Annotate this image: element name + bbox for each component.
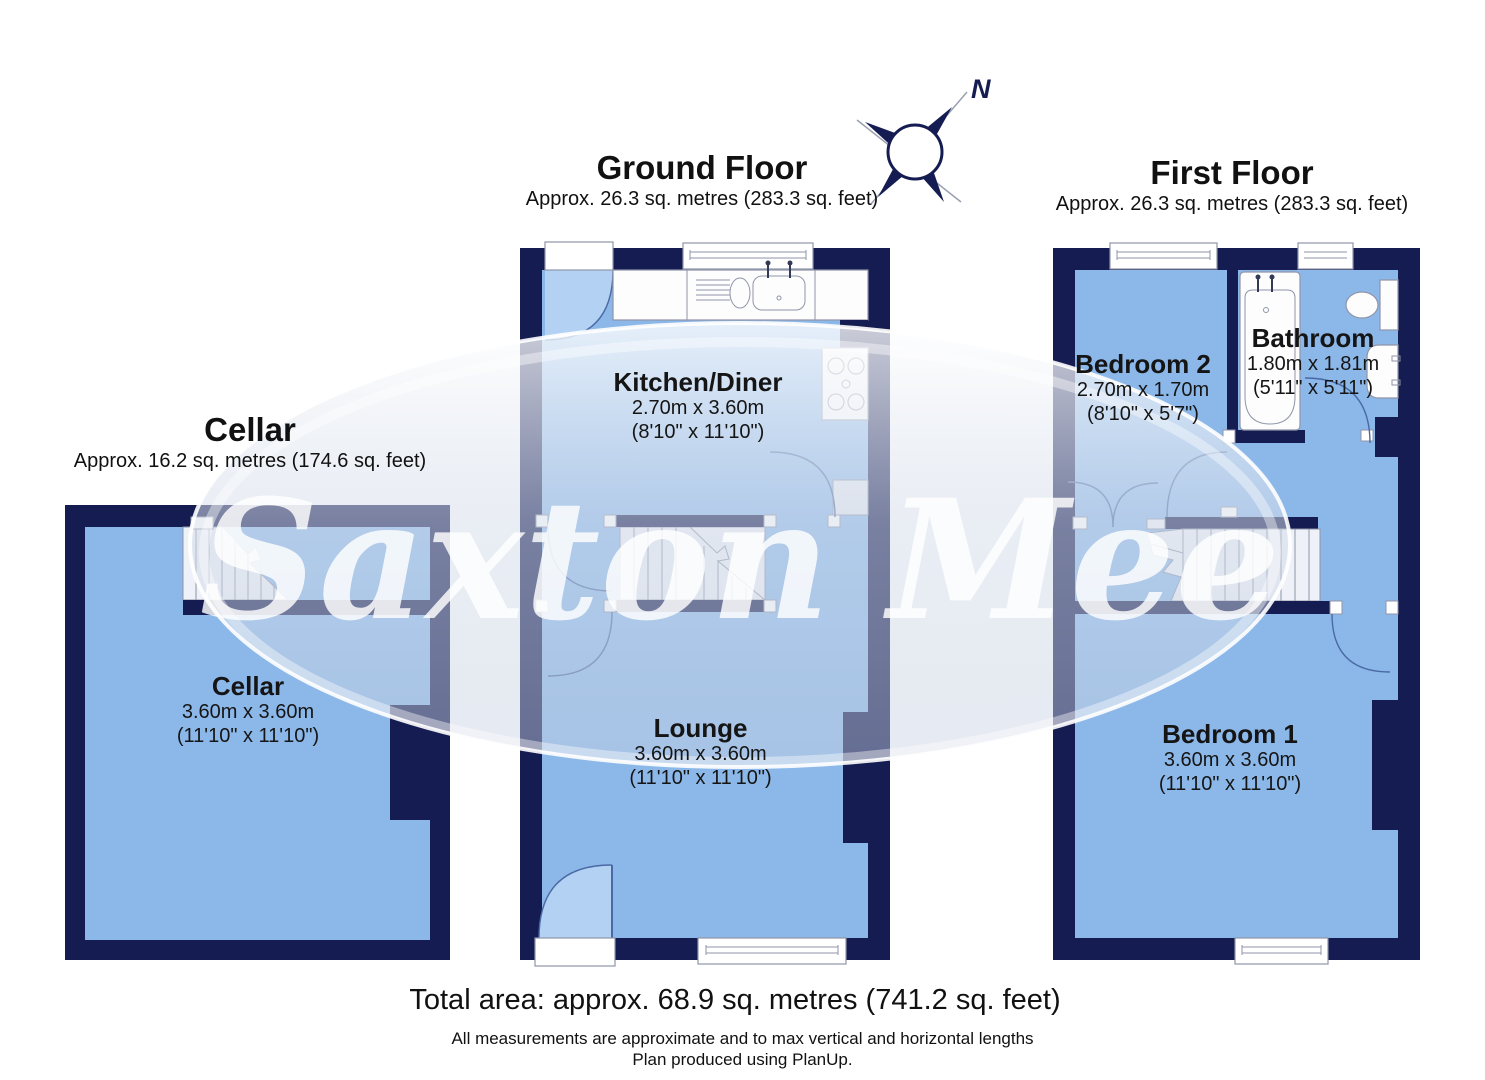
bedroom1-door-arc	[1331, 613, 1391, 673]
bathroom-label: Bathroom 1.80m x 1.81m (5'11" x 5'11")	[1246, 323, 1380, 399]
bedroom1-chimney-breast	[1372, 700, 1398, 830]
bathroom-wall-bottom	[1227, 430, 1305, 443]
total-area-line: Total area: approx. 68.9 sq. metres (741…	[409, 984, 1061, 1016]
first-floor-title-block: First Floor Approx. 26.3 sq. metres (283…	[932, 154, 1485, 217]
toilet	[1345, 279, 1399, 331]
bedroom1-label: Bedroom 1 3.60m x 3.60m (11'10" x 11'10"…	[1158, 719, 1302, 795]
ground-floor-area: Approx. 26.3 sq. metres (283.3 sq. feet)	[525, 188, 879, 211]
compass-icon: N	[856, 74, 991, 205]
sink-bowl-small	[729, 277, 751, 309]
kitchen-doorway	[544, 241, 614, 271]
stair-wall-lower	[610, 600, 770, 612]
compass-north-label: N	[971, 74, 991, 104]
bath-drain	[1263, 307, 1269, 313]
bathroom-wall-pier	[1375, 417, 1398, 457]
kitchen-window	[682, 242, 814, 270]
front-door	[534, 864, 616, 967]
first-floor-area: Approx. 26.3 sq. metres (283.3 sq. feet)	[1055, 193, 1409, 216]
cellar-stair-jamb	[190, 516, 214, 530]
sink-drain	[776, 295, 782, 301]
cellar-interior-wall	[183, 600, 430, 615]
planup-note: Plan produced using PlanUp.	[632, 1050, 853, 1069]
first-floor-title: First Floor	[1150, 154, 1314, 191]
bathroom-window	[1297, 242, 1354, 270]
cellar-title: Cellar	[204, 411, 296, 448]
sink-drainer	[696, 279, 730, 301]
bath-taps	[1255, 274, 1275, 292]
basin	[1366, 344, 1401, 399]
compass-hub	[886, 123, 944, 181]
first-stair-wall-lower	[1075, 601, 1330, 614]
cellar-room-label: Cellar 3.60m x 3.60m (11'10" x 11'10")	[176, 671, 320, 747]
stair-wall-upper	[610, 515, 770, 527]
ground-floor-title-block: Ground Floor Approx. 26.3 sq. metres (28…	[402, 149, 1002, 212]
lounge-window	[697, 937, 847, 965]
sink-unit	[686, 269, 816, 321]
hall-alcove	[832, 479, 869, 516]
cellar-title-block: Cellar Approx. 16.2 sq. metres (174.6 sq…	[0, 411, 500, 474]
sink-bowl-main	[752, 275, 806, 311]
ground-floorplan	[520, 241, 890, 967]
kitchen-label: Kitchen/Diner 2.70m x 3.60m (8'10" x 11'…	[613, 367, 783, 443]
cellar-area: Approx. 16.2 sq. metres (174.6 sq. feet)	[73, 450, 427, 473]
bedroom2-window	[1109, 242, 1218, 270]
bathroom-door-arc	[1304, 377, 1371, 444]
measurements-note: All measurements are approximate and to …	[451, 1029, 1034, 1048]
kitchen-counter	[612, 260, 869, 321]
front-door-threshold	[534, 937, 616, 967]
kitchen-wall-pier	[840, 320, 868, 348]
sink-taps	[765, 260, 793, 278]
first-stair-wall-upper	[1165, 517, 1318, 529]
ground-floor-title: Ground Floor	[596, 149, 808, 186]
ground-staircase	[619, 526, 766, 601]
bedroom1-window	[1234, 937, 1329, 965]
lounge-label: Lounge 3.60m x 3.60m (11'10" x 11'10")	[629, 713, 772, 789]
